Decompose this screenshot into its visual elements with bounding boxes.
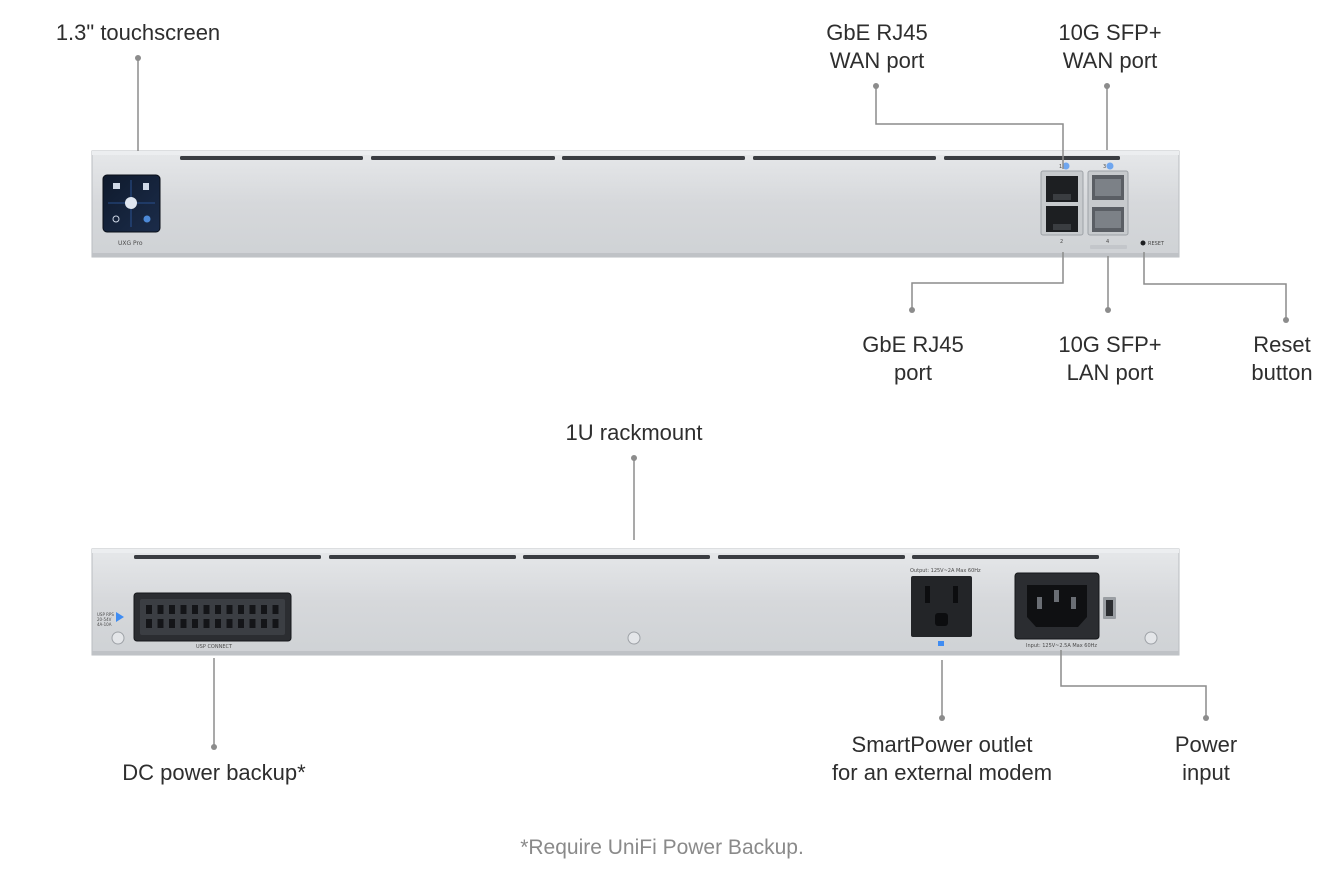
- rj45-wan-port[interactable]: [1046, 176, 1078, 202]
- usp-connect-label: USP CONNECT: [196, 644, 233, 650]
- rear-vents: [134, 555, 1099, 559]
- arrow-icon: [116, 612, 124, 622]
- stats-icon: [143, 183, 149, 190]
- port-number: 4: [1106, 239, 1109, 245]
- globe-icon: [143, 215, 151, 223]
- port-number: 3: [1103, 164, 1106, 170]
- rear-panel: USP RPS 20-54V 4A-10A USP CONNECT Output…: [91, 548, 1180, 656]
- connector-pin: [203, 605, 210, 614]
- label-smartpower: SmartPower outlet for an external modem: [831, 732, 1053, 785]
- leader-dots: [135, 55, 1289, 750]
- label-wan-sfp: 10G SFP+ WAN port: [1058, 20, 1162, 73]
- connector-pin: [146, 619, 152, 628]
- dc-power-connector[interactable]: [133, 592, 292, 642]
- connector-pin: [180, 605, 187, 614]
- connector-pin: [226, 619, 233, 628]
- connector-pin: [238, 605, 244, 614]
- port-number: 1: [1059, 164, 1062, 170]
- front-panel: UXG Pro 1 3 2: [91, 150, 1180, 258]
- clock-icon: [112, 215, 120, 223]
- connector-pin: [272, 619, 279, 628]
- connector-pin: [157, 605, 164, 614]
- leader-lines: [137, 58, 1287, 747]
- sfp-port-block: [1087, 170, 1129, 236]
- connector-pin: [146, 605, 152, 614]
- outlet-rating: Output: 125V~2A Max 60Hz: [910, 568, 981, 574]
- label-touchscreen: 1.3" touchscreen: [55, 20, 221, 45]
- reset-label: RESET: [1148, 241, 1165, 247]
- port-led-bar: [1090, 245, 1127, 249]
- network-icon: [113, 183, 120, 189]
- status-led: [938, 641, 944, 646]
- usp-side-voltage: 20-54V: [97, 617, 112, 622]
- label-lan-sfp: 10G SFP+ LAN port: [1058, 332, 1162, 385]
- input-rating: Input: 125V~2.5A Max 60Hz: [1026, 643, 1097, 649]
- label-rackmount: 1U rackmount: [565, 420, 703, 445]
- screw-icon: [1144, 631, 1158, 645]
- connector-pin: [261, 619, 267, 628]
- label-wan-rj45: GbE RJ45 WAN port: [826, 20, 928, 73]
- footnote: *Require UniFi Power Backup.: [520, 836, 804, 859]
- connector-pin: [261, 605, 267, 614]
- power-input-socket[interactable]: [1014, 572, 1100, 640]
- label-reset: Reset button: [1251, 332, 1313, 385]
- screw-icon: [111, 631, 125, 645]
- status-led: [1062, 162, 1070, 170]
- connector-pin: [249, 619, 256, 628]
- port-number: 2: [1060, 239, 1063, 245]
- status-led: [1106, 162, 1114, 170]
- connector-pin: [169, 605, 175, 614]
- usp-side-current: 4A-10A: [97, 622, 112, 627]
- connector-pin: [215, 605, 221, 614]
- label-lan-rj45: GbE RJ45 port: [862, 332, 964, 385]
- label-dc-backup: DC power backup*: [122, 760, 306, 785]
- connector-pin: [157, 619, 164, 628]
- connector-pin: [272, 605, 279, 614]
- rj45-lan-port[interactable]: [1046, 206, 1078, 232]
- connector-pin: [192, 619, 198, 628]
- connector-pin: [249, 605, 256, 614]
- connector-pin: [169, 619, 175, 628]
- label-power-input: Power input: [1174, 732, 1238, 785]
- front-vents: [180, 156, 1120, 160]
- connector-pin: [238, 619, 244, 628]
- reset-button[interactable]: [1140, 240, 1146, 246]
- smartpower-outlet[interactable]: [911, 576, 972, 637]
- screw-icon: [627, 631, 641, 645]
- connector-pin: [215, 619, 221, 628]
- connector-pin: [180, 619, 187, 628]
- usp-side-label: USP RPS: [97, 612, 114, 617]
- connector-pin: [226, 605, 233, 614]
- sfp-wan-port[interactable]: [1092, 175, 1124, 200]
- model-label: UXG Pro: [118, 240, 143, 247]
- touchscreen[interactable]: [102, 174, 161, 233]
- connector-pin: [192, 605, 198, 614]
- sfp-lan-port[interactable]: [1092, 207, 1124, 232]
- rj45-port-block: [1040, 170, 1084, 236]
- connector-pin: [203, 619, 210, 628]
